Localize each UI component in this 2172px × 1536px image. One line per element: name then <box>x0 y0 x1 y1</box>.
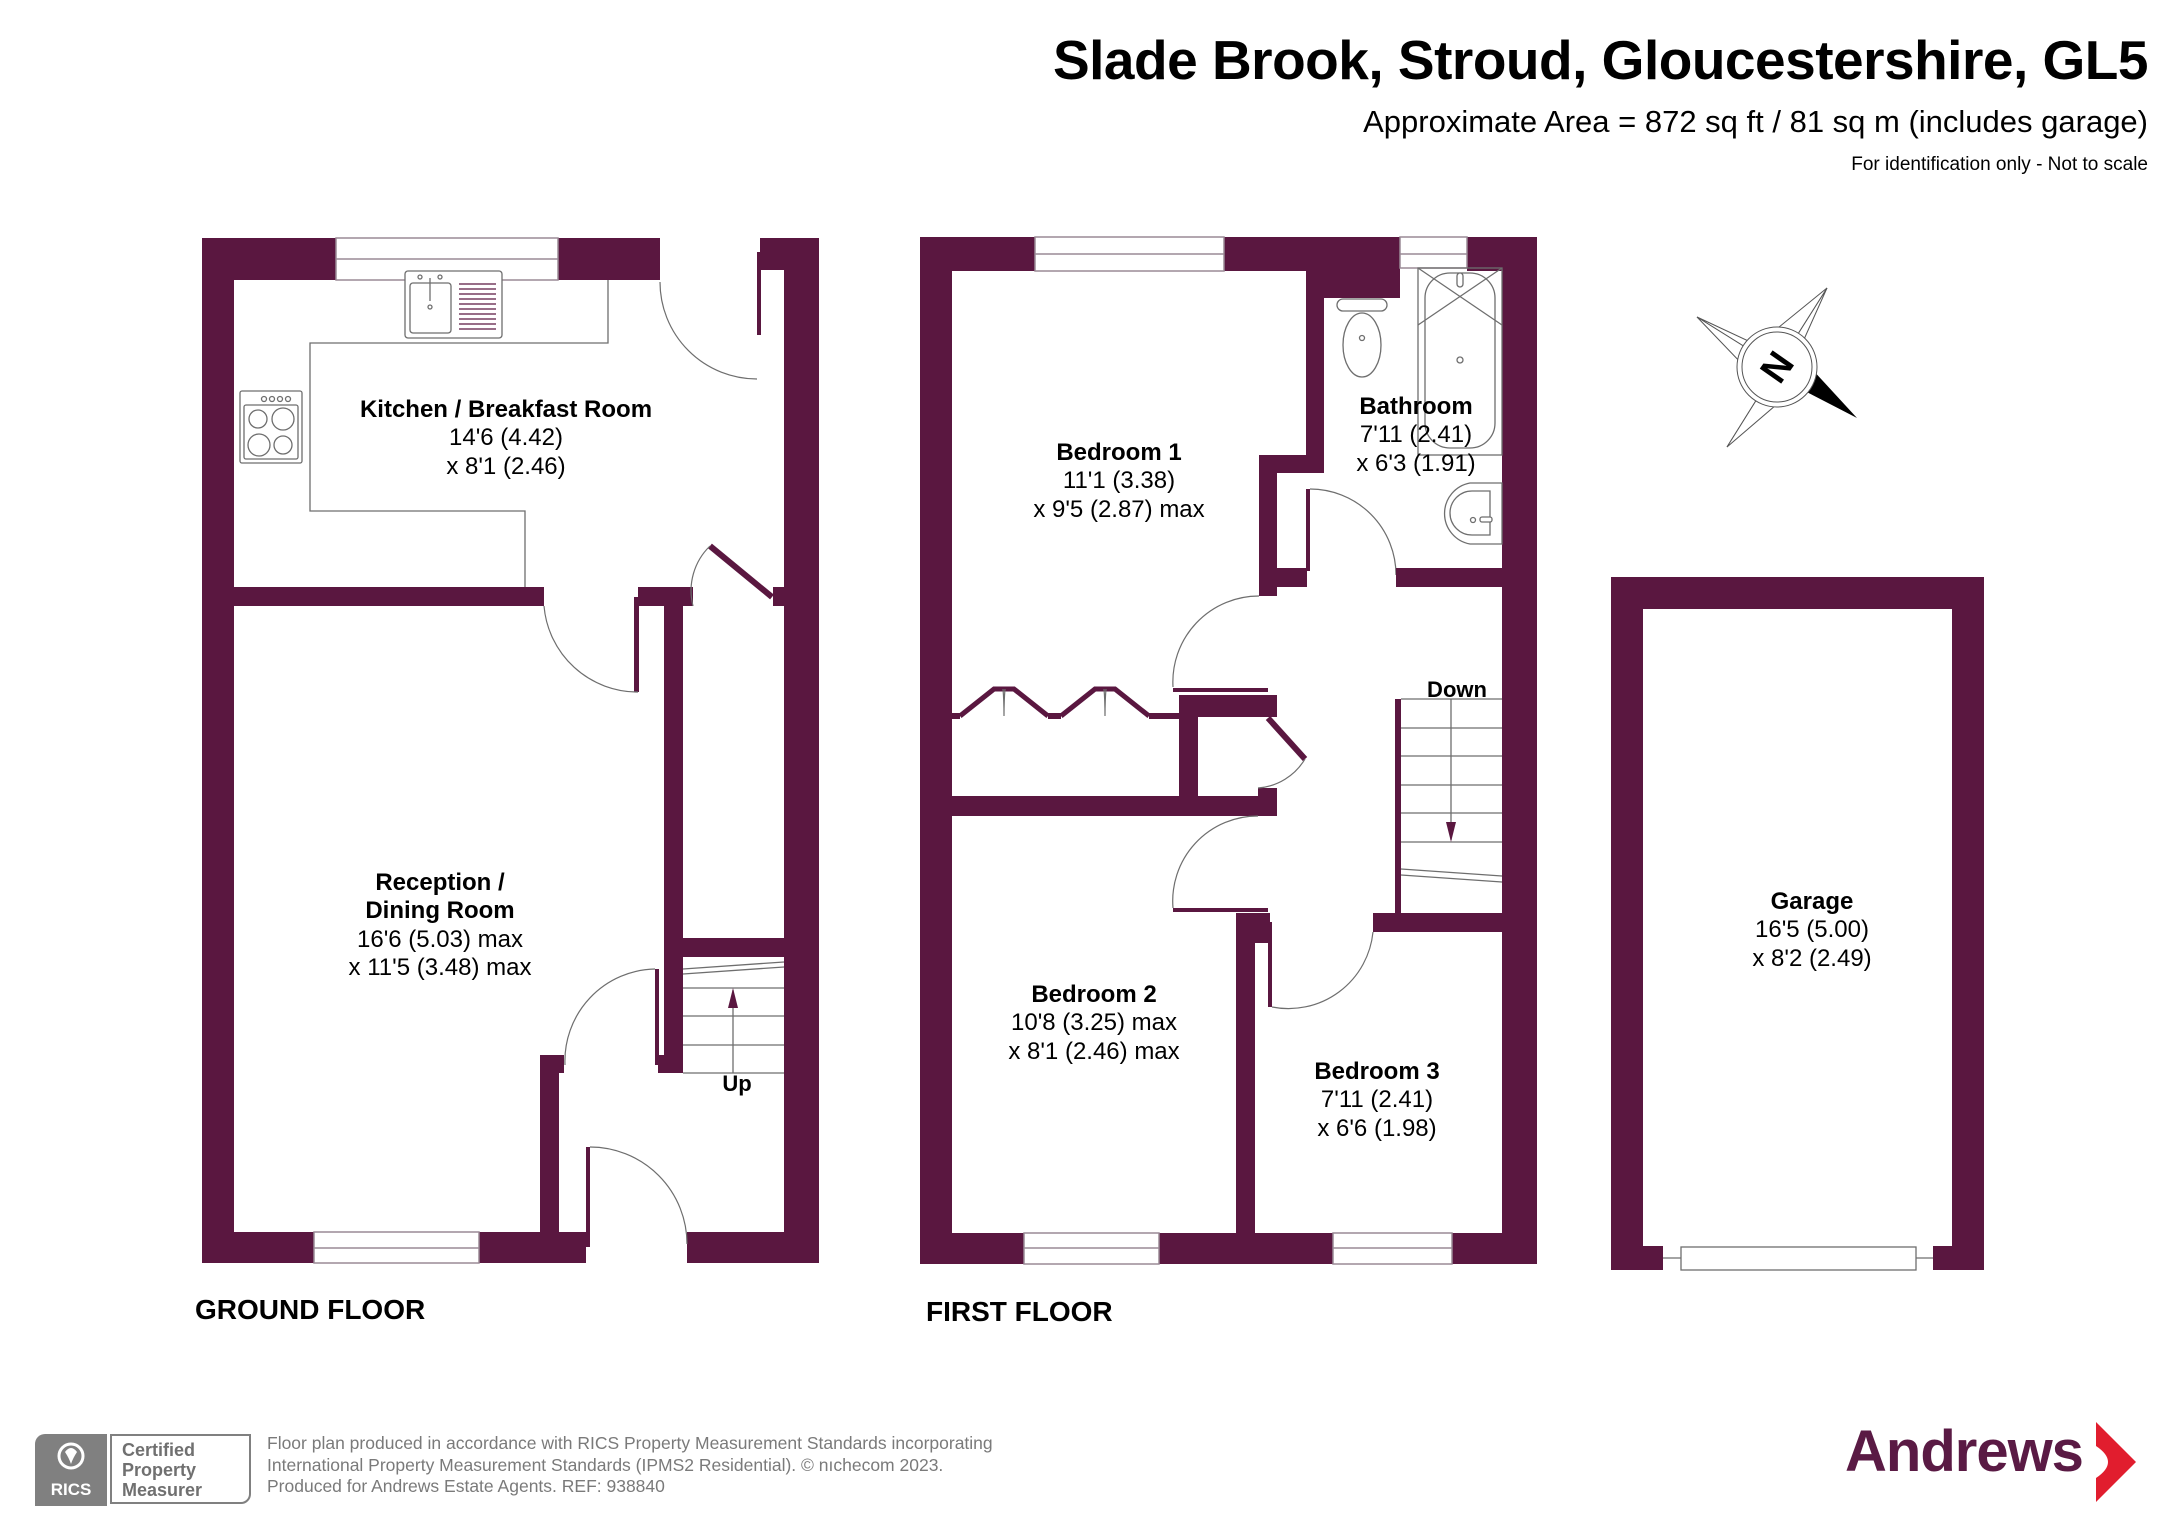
room-name: Garage <box>1770 888 1854 915</box>
bedroom2-door-swing <box>1172 815 1259 909</box>
rics-wordmark: RICS <box>50 1480 92 1499</box>
room-dimension: x 8'1 (2.46) max <box>1008 1037 1180 1065</box>
north-compass-icon: N <box>1696 287 1857 448</box>
room-bathroom-label: Bathroom 7'11 (2.41) x 6'3 (1.91) <box>1356 393 1475 478</box>
room-reception-label: Reception / Dining Room 16'6 (5.03) max … <box>349 869 532 982</box>
ground-floor-label: GROUND FLOOR <box>195 1294 426 1325</box>
bath-icon <box>1417 267 1503 456</box>
bedroom1-window <box>1034 236 1225 272</box>
room-dimension: x 9'5 (2.87) max <box>1033 495 1205 523</box>
bedroom2-window <box>1023 1232 1160 1265</box>
room-dimension: 16'5 (5.00) <box>1755 916 1869 944</box>
property-title: Slade Brook, Stroud, Gloucestershire, GL… <box>1052 29 2149 91</box>
rics-lion-icon: RICS <box>35 1434 107 1506</box>
room-dimension: x 6'6 (1.98) <box>1317 1114 1437 1142</box>
sink-icon <box>404 270 503 339</box>
certified-measurer-box: Certified Property Measurer <box>110 1434 251 1504</box>
room-bedroom2-label: Bedroom 2 10'8 (3.25) max x 8'1 (2.46) m… <box>1008 981 1179 1066</box>
room-name: Bathroom <box>1359 393 1473 420</box>
front-door-swing <box>589 1146 688 1245</box>
room-name: Dining Room <box>365 897 515 925</box>
room-name: Bedroom 3 <box>1314 1058 1440 1085</box>
back-door-swing <box>659 281 758 380</box>
garage-door <box>1663 1246 1933 1271</box>
approximate-area: Approximate Area = 872 sq ft / 81 sq m (… <box>1363 104 2148 139</box>
andrews-logo: Andrews <box>1845 1419 2084 1484</box>
rics-certified-badge: RICS Certified Property Measurer <box>35 1434 253 1506</box>
room-dimension: 16'6 (5.03) max <box>356 925 523 953</box>
room-bedroom3-label: Bedroom 3 7'11 (2.41) x 6'6 (1.98) <box>1314 1058 1439 1143</box>
room-name: Bedroom 2 <box>1031 981 1157 1008</box>
stairs-up-label: Up <box>722 1071 752 1096</box>
room-bedroom1-label: Bedroom 1 11'1 (3.38) x 9'5 (2.87) max <box>1033 439 1204 524</box>
room-dimension: 10'8 (3.25) max <box>1010 1009 1177 1037</box>
ground-floor-plan <box>202 237 819 1264</box>
reception-window <box>313 1231 480 1264</box>
first-floor-plan <box>920 236 1537 1265</box>
badge-line: Certified <box>122 1440 196 1460</box>
room-dimension: 11'1 (3.38) <box>1062 467 1176 495</box>
cupboard-door-swing <box>1257 758 1306 789</box>
room-dimension: x 8'2 (2.49) <box>1752 944 1872 972</box>
toilet-icon <box>1336 298 1388 378</box>
andrews-arrow-icon <box>2096 1422 2136 1502</box>
footer-line: Floor plan produced in accordance with R… <box>267 1433 993 1453</box>
footer-line: Produced for Andrews Estate Agents. REF:… <box>267 1476 665 1496</box>
badge-line: Measurer <box>122 1480 203 1500</box>
room-dimension: x 11'5 (3.48) max <box>348 953 532 981</box>
bedroom3-window <box>1332 1232 1453 1265</box>
kitchen-worktops <box>239 270 609 587</box>
cupboard-door-swing <box>690 545 711 607</box>
first-stairs <box>1400 698 1503 883</box>
wardrobe-bifold-doors <box>952 686 1180 719</box>
stairs-down-arrow-icon <box>1446 822 1456 842</box>
stairs-down-label: Down <box>1427 677 1487 702</box>
badge-line: Property <box>122 1460 197 1480</box>
room-name: Bedroom 1 <box>1056 439 1182 466</box>
room-dimension: 7'11 (2.41) <box>1359 421 1473 449</box>
room-kitchen-label: Kitchen / Breakfast Room 14'6 (4.42) x 8… <box>360 396 652 481</box>
hob-icon <box>239 390 303 464</box>
garage-plan <box>1611 577 1984 1271</box>
room-dimension: 14'6 (4.42) <box>448 424 563 452</box>
bedroom3-door-swing <box>1271 931 1374 1010</box>
bathroom-window <box>1399 236 1468 269</box>
hall-door-swing <box>564 968 656 1066</box>
bathroom-door-swing <box>1309 488 1397 576</box>
stairs-up-arrow-icon <box>728 988 738 1008</box>
ground-stairs <box>682 961 785 1074</box>
room-dimension: x 6'3 (1.91) <box>1356 449 1476 477</box>
footer-disclaimer: Floor plan produced in accordance with R… <box>267 1433 993 1498</box>
scale-disclaimer: For identification only - Not to scale <box>1851 154 2148 175</box>
room-dimension: 7'11 (2.41) <box>1320 1086 1434 1114</box>
basin-icon <box>1443 482 1503 545</box>
room-name: Kitchen / Breakfast Room <box>359 396 653 423</box>
bedroom1-door-swing <box>1172 595 1260 688</box>
room-garage-label: Garage 16'5 (5.00) x 8'2 (2.49) <box>1752 888 1871 973</box>
room-name: Reception / <box>375 869 505 896</box>
first-floor-label: FIRST FLOOR <box>926 1296 1113 1327</box>
footer-line: International Property Measurement Stand… <box>267 1454 944 1475</box>
room-dimension: x 8'1 (2.46) <box>446 452 566 480</box>
reception-door-swing <box>543 605 639 693</box>
